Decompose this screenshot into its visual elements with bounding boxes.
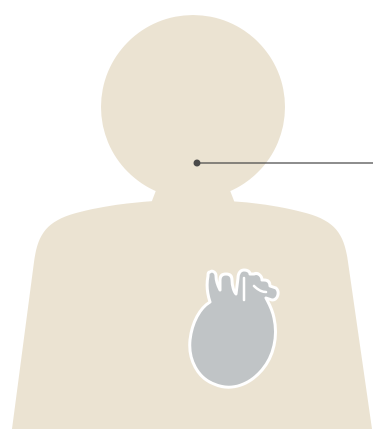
neck-shape: [150, 180, 236, 206]
torso-shape: [12, 200, 372, 429]
callout-dot: [194, 160, 201, 167]
head-shape: [101, 15, 285, 199]
